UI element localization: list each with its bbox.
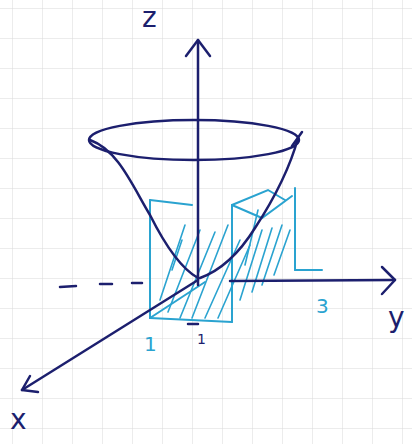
paraboloid-rim: [89, 120, 299, 160]
arrow-head: [186, 40, 210, 56]
region-edge: [150, 200, 192, 205]
paraboloid-side: [200, 138, 298, 278]
paraboloid: [89, 120, 302, 278]
region-edge: [295, 269, 322, 271]
paraboloid-side: [292, 132, 302, 146]
tick-label: 1: [144, 334, 157, 354]
axis-label: y: [388, 304, 405, 332]
y-axis: [230, 280, 395, 281]
region-solid: [150, 188, 322, 322]
region-edge: [150, 318, 232, 322]
y-axis-dashes: [60, 283, 142, 287]
x-axis: [22, 280, 198, 390]
region-edge: [294, 188, 296, 270]
tick-label: 1: [197, 332, 206, 346]
z-axis: [197, 40, 200, 285]
axes: [22, 40, 395, 392]
tick-mark: [188, 323, 198, 326]
region-edge: [231, 205, 233, 322]
tick-label: 3: [316, 296, 329, 316]
arrow-head: [382, 267, 395, 294]
axis-label: x: [10, 406, 27, 434]
paraboloid-side: [90, 140, 198, 278]
axis-label: z: [142, 4, 157, 32]
arrow-head: [22, 376, 38, 392]
